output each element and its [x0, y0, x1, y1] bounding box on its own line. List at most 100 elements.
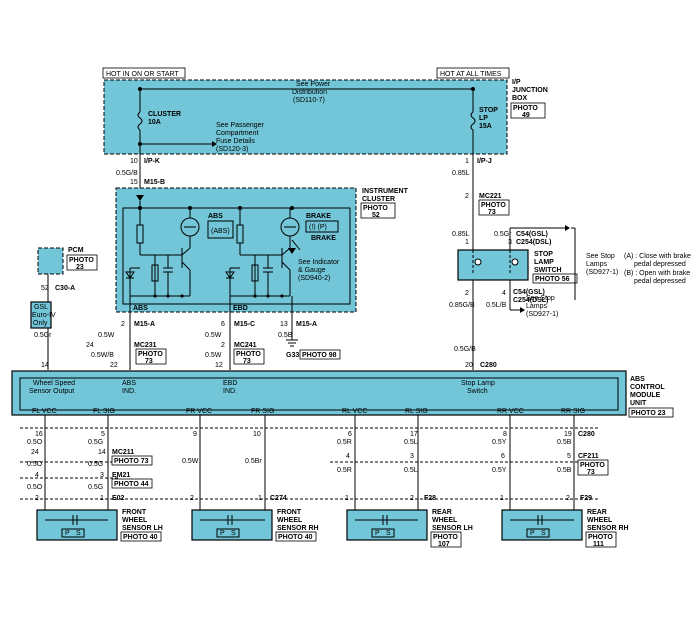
svg-text:Compartment: Compartment — [216, 130, 258, 137]
svg-text:0.5Y: 0.5Y — [492, 467, 507, 474]
hot-label-left — [102, 67, 186, 79]
svg-text:Lamps: Lamps — [586, 261, 608, 268]
svg-text:0.5G: 0.5G — [88, 461, 103, 468]
svg-text:RR SIG: RR SIG — [561, 408, 585, 415]
svg-text:6: 6 — [501, 453, 505, 460]
svg-text:FR VCC: FR VCC — [186, 408, 212, 415]
svg-text:C280: C280 — [578, 431, 595, 438]
svg-text:1: 1 — [465, 239, 469, 246]
svg-text:2: 2 — [190, 495, 194, 502]
svg-text:C54(GSL): C54(GSL) — [516, 231, 548, 238]
svg-text:F29: F29 — [580, 495, 592, 502]
svg-text:0.85G/B: 0.85G/B — [449, 302, 475, 309]
svg-text:PHOTO 44: PHOTO 44 — [114, 481, 149, 488]
svg-text:PHOTO 73: PHOTO 73 — [114, 458, 149, 465]
svg-text:P: P — [220, 530, 225, 537]
svg-text:3: 3 — [508, 239, 512, 246]
svg-text:GSL: GSL — [34, 304, 48, 311]
pcm-box — [37, 247, 64, 275]
svg-text:(B) : Open with brake: (B) : Open with brake — [624, 270, 690, 277]
sensor-wires — [20, 415, 600, 510]
svg-text:0.5L: 0.5L — [404, 439, 418, 446]
svg-text:3: 3 — [100, 472, 104, 479]
svg-text:REAR: REAR — [587, 509, 607, 516]
svg-text:4: 4 — [502, 290, 506, 297]
svg-text:I/P-K: I/P-K — [144, 158, 160, 165]
svg-text:0.5W: 0.5W — [98, 332, 115, 339]
svg-text:LAMP: LAMP — [534, 259, 554, 266]
svg-text:P: P — [530, 530, 535, 537]
svg-text:WHEEL: WHEEL — [432, 517, 458, 524]
svg-text:15A: 15A — [479, 123, 492, 130]
svg-text:4: 4 — [346, 453, 350, 460]
svg-text:RL VCC: RL VCC — [342, 408, 367, 415]
svg-text:0.85L: 0.85L — [452, 231, 470, 238]
svg-text:2: 2 — [35, 495, 39, 502]
svg-text:1: 1 — [100, 495, 104, 502]
svg-text:PCM: PCM — [68, 247, 84, 254]
svg-text:17: 17 — [410, 431, 418, 438]
svg-text:CONTROL: CONTROL — [630, 384, 665, 391]
svg-text:CLUSTER: CLUSTER — [148, 111, 181, 118]
svg-text:UNIT: UNIT — [630, 400, 647, 407]
svg-text:FL VCC: FL VCC — [32, 408, 57, 415]
svg-text:0.5G/B: 0.5G/B — [116, 170, 138, 177]
svg-text:0.5Br: 0.5Br — [245, 458, 262, 465]
svg-text:2: 2 — [221, 342, 225, 349]
svg-text:(SD110-7): (SD110-7) — [293, 97, 325, 104]
svg-text:10A: 10A — [148, 119, 161, 126]
svg-text:0.5R: 0.5R — [337, 467, 352, 474]
svg-text:FR SIG: FR SIG — [251, 408, 274, 415]
svg-text:4: 4 — [35, 472, 39, 479]
svg-text:WHEEL: WHEEL — [122, 517, 148, 524]
svg-text:1: 1 — [345, 495, 349, 502]
svg-text:MC221: MC221 — [479, 193, 502, 200]
svg-text:22: 22 — [110, 362, 118, 369]
svg-text:6: 6 — [221, 321, 225, 328]
svg-text:(!) (P): (!) (P) — [309, 224, 327, 231]
svg-text:M15-C: M15-C — [234, 321, 255, 328]
svg-text:RR VCC: RR VCC — [497, 408, 524, 415]
svg-text:PHOTO: PHOTO — [580, 462, 605, 469]
svg-text:pedal depressed: pedal depressed — [634, 278, 686, 285]
svg-text:49: 49 — [522, 112, 530, 119]
svg-text:8: 8 — [503, 431, 507, 438]
svg-text:IND.: IND. — [223, 388, 237, 395]
svg-text:19: 19 — [564, 431, 572, 438]
svg-text:I/P-J: I/P-J — [477, 158, 492, 165]
svg-text:73: 73 — [488, 209, 496, 216]
svg-text:20: 20 — [465, 362, 473, 369]
svg-text:2: 2 — [410, 495, 414, 502]
svg-text:MC231: MC231 — [134, 342, 157, 349]
svg-text:STOP: STOP — [534, 251, 553, 258]
svg-text:PHOTO: PHOTO — [433, 534, 458, 541]
svg-text:INSTRUMENT: INSTRUMENT — [362, 188, 409, 195]
svg-text:Stop Lamp: Stop Lamp — [461, 380, 495, 387]
svg-text:14: 14 — [98, 449, 106, 456]
svg-text:PHOTO 23: PHOTO 23 — [631, 410, 666, 417]
svg-text:0.5L: 0.5L — [404, 467, 418, 474]
svg-text:Fuse Details: Fuse Details — [216, 138, 255, 145]
svg-text:73: 73 — [145, 358, 153, 365]
svg-text:EM21: EM21 — [112, 472, 130, 479]
svg-text:(SD120-3): (SD120-3) — [216, 146, 248, 153]
svg-text:1: 1 — [500, 495, 504, 502]
svg-text:0.5L/B: 0.5L/B — [486, 302, 507, 309]
svg-text:PHOTO 98: PHOTO 98 — [302, 352, 337, 359]
svg-text:73: 73 — [243, 358, 251, 365]
svg-text:PHOTO: PHOTO — [138, 351, 163, 358]
svg-text:BRAKE: BRAKE — [311, 235, 336, 242]
svg-text:2: 2 — [465, 290, 469, 297]
svg-text:0.5B: 0.5B — [278, 332, 293, 339]
svg-text:24: 24 — [86, 342, 94, 349]
svg-text:SENSOR RH: SENSOR RH — [277, 525, 319, 532]
svg-text:FRONT: FRONT — [277, 509, 302, 516]
svg-text:0.5W: 0.5W — [205, 332, 222, 339]
svg-text:(SD940-2): (SD940-2) — [298, 275, 330, 282]
svg-text:F28: F28 — [424, 495, 436, 502]
svg-text:5: 5 — [101, 431, 105, 438]
svg-text:IND.: IND. — [122, 388, 136, 395]
svg-text:(SD927-1): (SD927-1) — [586, 269, 618, 276]
